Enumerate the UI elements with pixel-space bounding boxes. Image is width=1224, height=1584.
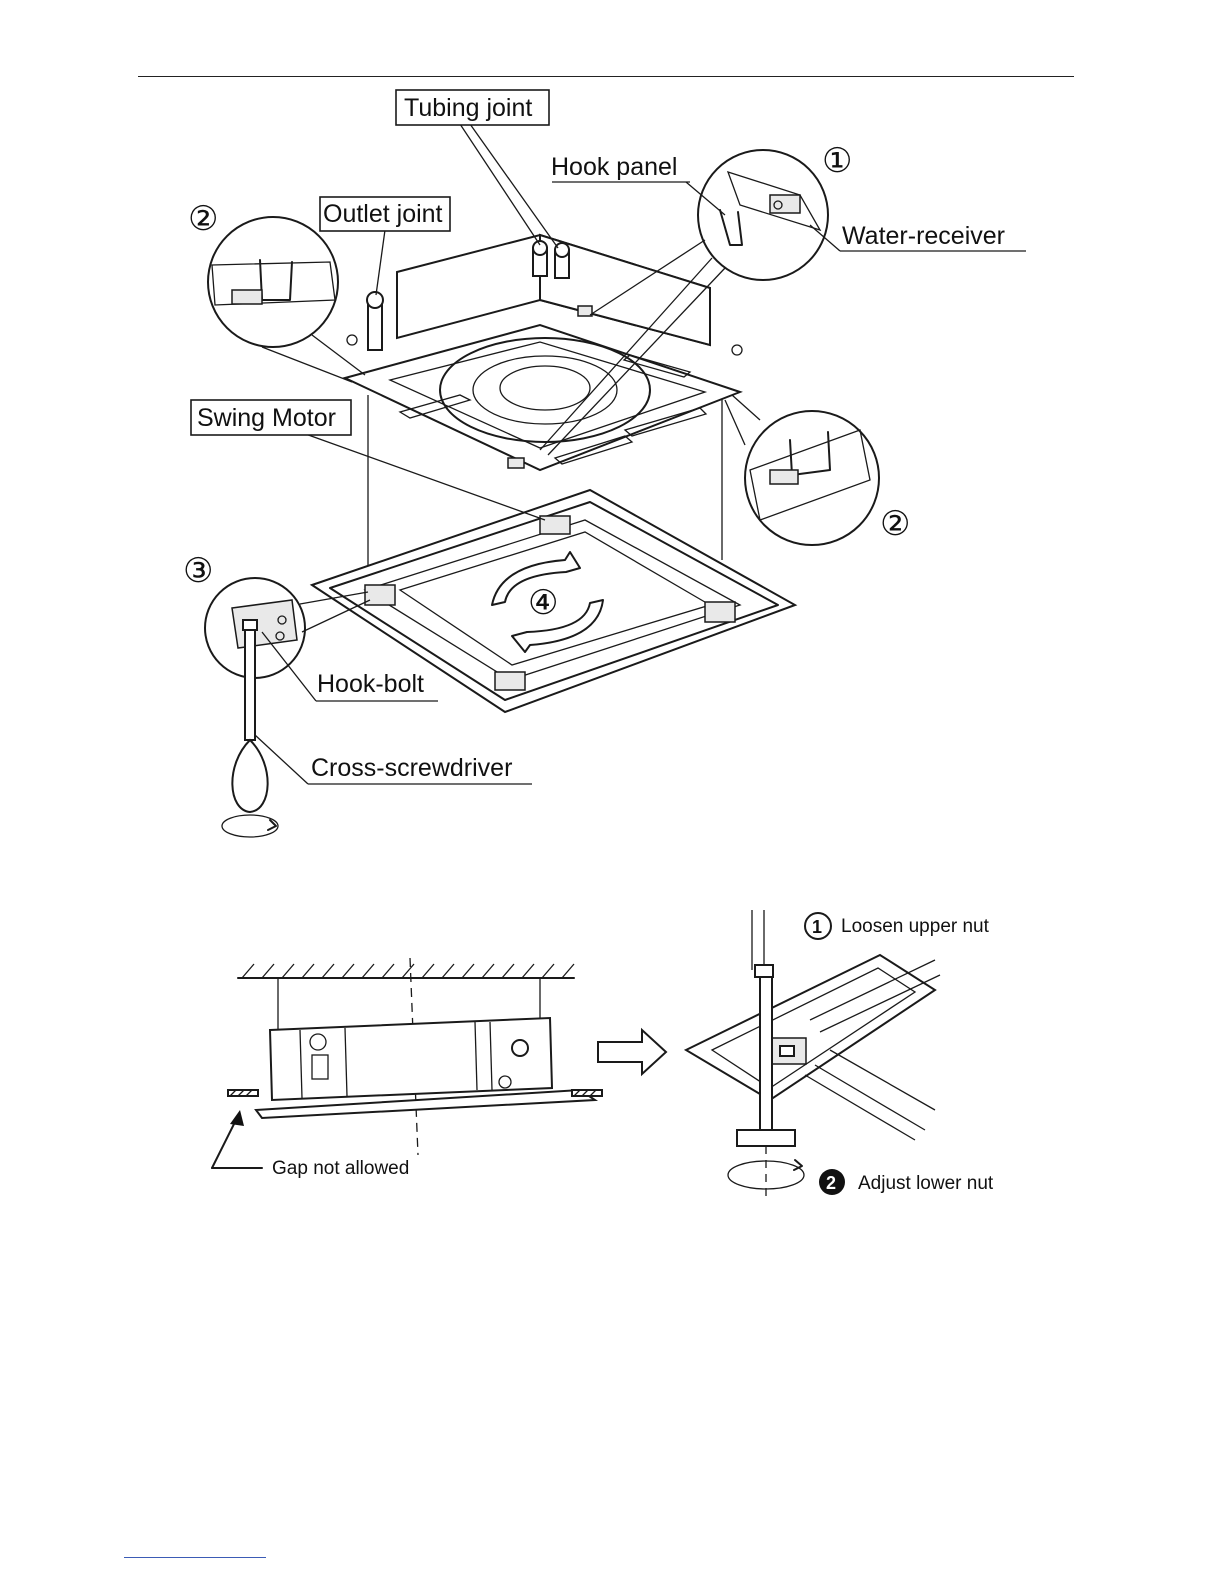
marker-step-2-right: ② [880, 505, 910, 543]
step-2-number: 2 [826, 1173, 836, 1193]
detail-circle-2-right [745, 411, 879, 545]
label-outlet-joint: Outlet joint [323, 200, 443, 228]
marker-step-2-left: ② [188, 200, 218, 238]
ceiling-line [238, 964, 574, 978]
arrow-right-icon [598, 1030, 666, 1074]
footer-link-rule [124, 1557, 266, 1558]
label-cross-screwdriver: Cross-screwdriver [311, 754, 512, 782]
detail-circle-1 [698, 150, 828, 280]
nut-adjustment-detail [686, 910, 940, 1200]
figure-2-level-adjustment: Gap not allowed 1 Loo [212, 910, 994, 1200]
detail-circle-2-left [208, 217, 338, 347]
label-loosen-upper-nut: Loosen upper nut [841, 916, 990, 937]
marker-step-4: ④ [528, 584, 558, 622]
label-swing-motor: Swing Motor [197, 404, 336, 432]
indoor-unit-body [345, 235, 742, 470]
marker-step-3: ③ [183, 552, 213, 590]
label-adjust-lower-nut: Adjust lower nut [858, 1173, 994, 1194]
label-hook-bolt: Hook-bolt [317, 670, 424, 698]
label-tubing-joint: Tubing joint [404, 94, 532, 122]
figure-1-panel-installation: Tubing joint Hook panel Outlet joint Wat… [183, 90, 1026, 837]
marker-step-1: ① [822, 142, 852, 180]
step-1-number: 1 [812, 917, 822, 937]
label-water-receiver: Water-receiver [842, 222, 1005, 250]
label-hook-panel: Hook panel [551, 153, 677, 181]
label-gap-not-allowed: Gap not allowed [272, 1158, 409, 1179]
unit-side-view [256, 1018, 595, 1118]
